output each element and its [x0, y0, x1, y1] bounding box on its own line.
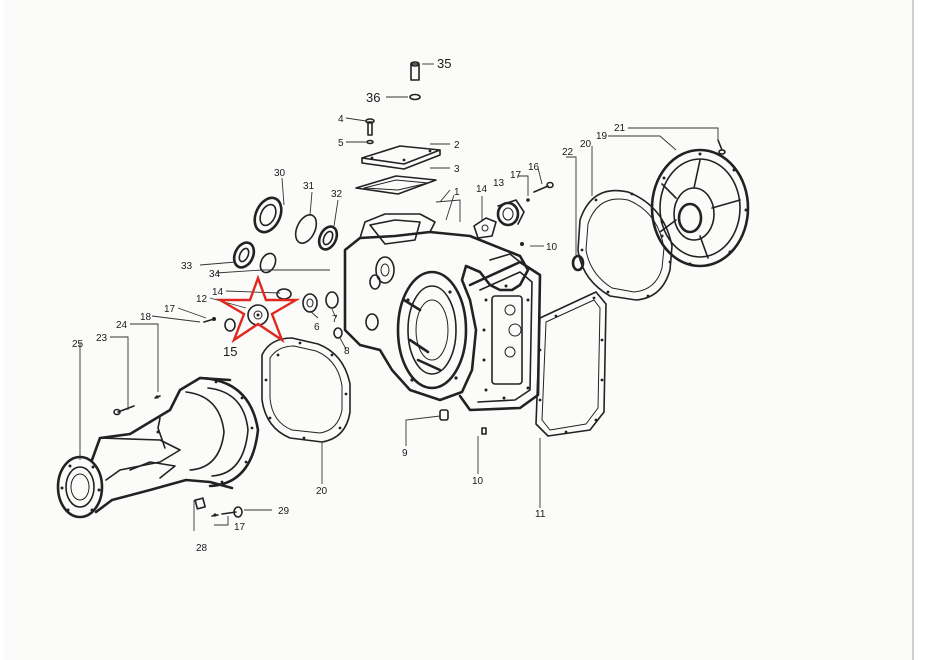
callout-32: 32 — [331, 189, 343, 200]
callout-35: 35 — [437, 56, 451, 71]
top-cover-assembly — [355, 61, 441, 195]
callout-20-left: 20 — [316, 486, 328, 497]
callout-6: 6 — [314, 322, 320, 333]
paper-sheet — [4, 0, 912, 660]
callout-36: 36 — [366, 90, 380, 105]
callout-17-left: 17 — [164, 304, 176, 315]
callout-3: 3 — [454, 164, 460, 175]
callout-25: 25 — [72, 339, 84, 350]
highlight-star — [215, 274, 301, 344]
callout-4: 4 — [338, 114, 344, 125]
sheet-edge-shadow — [912, 0, 914, 660]
drain-plug-parts — [439, 242, 524, 435]
callout-20-right: 20 — [580, 139, 592, 150]
axle-gasket-left — [261, 337, 351, 443]
callout-18: 18 — [140, 312, 152, 323]
fasteners-lower-left — [113, 395, 243, 518]
callout-9: 9 — [402, 448, 408, 459]
callout-34: 34 — [209, 269, 221, 280]
left-seal-stack — [232, 196, 343, 339]
callout-14-right: 14 — [476, 184, 488, 195]
callout-14-left: 14 — [212, 287, 224, 298]
callout-labels: 35 36 4 5 2 3 1 30 31 32 33 34 14 12 17 … — [72, 56, 626, 554]
callout-22: 22 — [562, 147, 574, 158]
callout-31: 31 — [303, 181, 315, 192]
rear-cover-gasket — [535, 291, 607, 437]
callout-33: 33 — [181, 261, 193, 272]
callout-17-bottom: 17 — [234, 522, 246, 533]
callout-13: 13 — [493, 178, 505, 189]
callout-28: 28 — [196, 543, 208, 554]
callout-16: 16 — [528, 162, 540, 173]
callout-23: 23 — [96, 333, 108, 344]
callout-11: 11 — [535, 509, 546, 520]
callout-15: 15 — [223, 344, 237, 359]
right-axle-parts — [571, 139, 750, 301]
leader-lines — [79, 63, 719, 531]
callout-5: 5 — [338, 138, 344, 149]
callout-10-bottom: 10 — [472, 476, 484, 487]
callout-7: 7 — [332, 314, 338, 325]
callout-8: 8 — [344, 346, 350, 357]
callout-2: 2 — [454, 140, 460, 151]
callout-30: 30 — [274, 168, 286, 179]
axle-housing — [56, 376, 260, 519]
gearbox-housing — [343, 213, 542, 412]
callout-10-right: 10 — [546, 242, 558, 253]
callout-12: 12 — [196, 294, 208, 305]
shift-shaft-parts — [473, 181, 554, 239]
callout-29: 29 — [278, 506, 290, 517]
callout-21: 21 — [614, 123, 626, 134]
callout-1: 1 — [454, 187, 460, 198]
callout-24: 24 — [116, 320, 128, 331]
callout-19: 19 — [596, 131, 608, 142]
callout-17-right: 17 — [510, 170, 522, 181]
